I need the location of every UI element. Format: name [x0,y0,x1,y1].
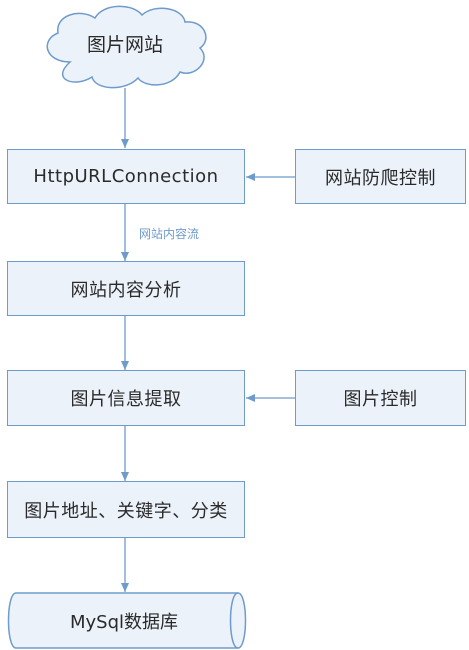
database-cylinder-shape [7,592,247,649]
website-node: 图片网站 [70,18,180,68]
website-node-label: 图片网站 [86,33,163,56]
database-node: MySql数据库 [10,593,238,648]
anti-crawl-control-node: 网站防爬控制 [295,149,466,204]
http-connection-label: HttpURLConnection [33,166,219,187]
anti-crawl-control-label: 网站防爬控制 [325,167,436,189]
content-analysis-label: 网站内容分析 [70,279,182,301]
image-control-label: 图片控制 [343,389,418,410]
image-output-node: 图片地址、关键字、分类 [7,481,245,538]
image-info-extract-node: 图片信息提取 [7,370,245,426]
database-label: MySql数据库 [69,611,179,633]
content-flow-edge-label: 网站内容流 [139,227,200,241]
cloud-website-node-shape [46,5,207,89]
content-analysis-node: 网站内容分析 [7,261,245,316]
image-control-node: 图片控制 [295,370,466,426]
image-info-extract-label: 图片信息提取 [70,389,182,410]
http-connection-node: HttpURLConnection [7,149,245,204]
image-output-label: 图片地址、关键字、分类 [24,500,228,522]
